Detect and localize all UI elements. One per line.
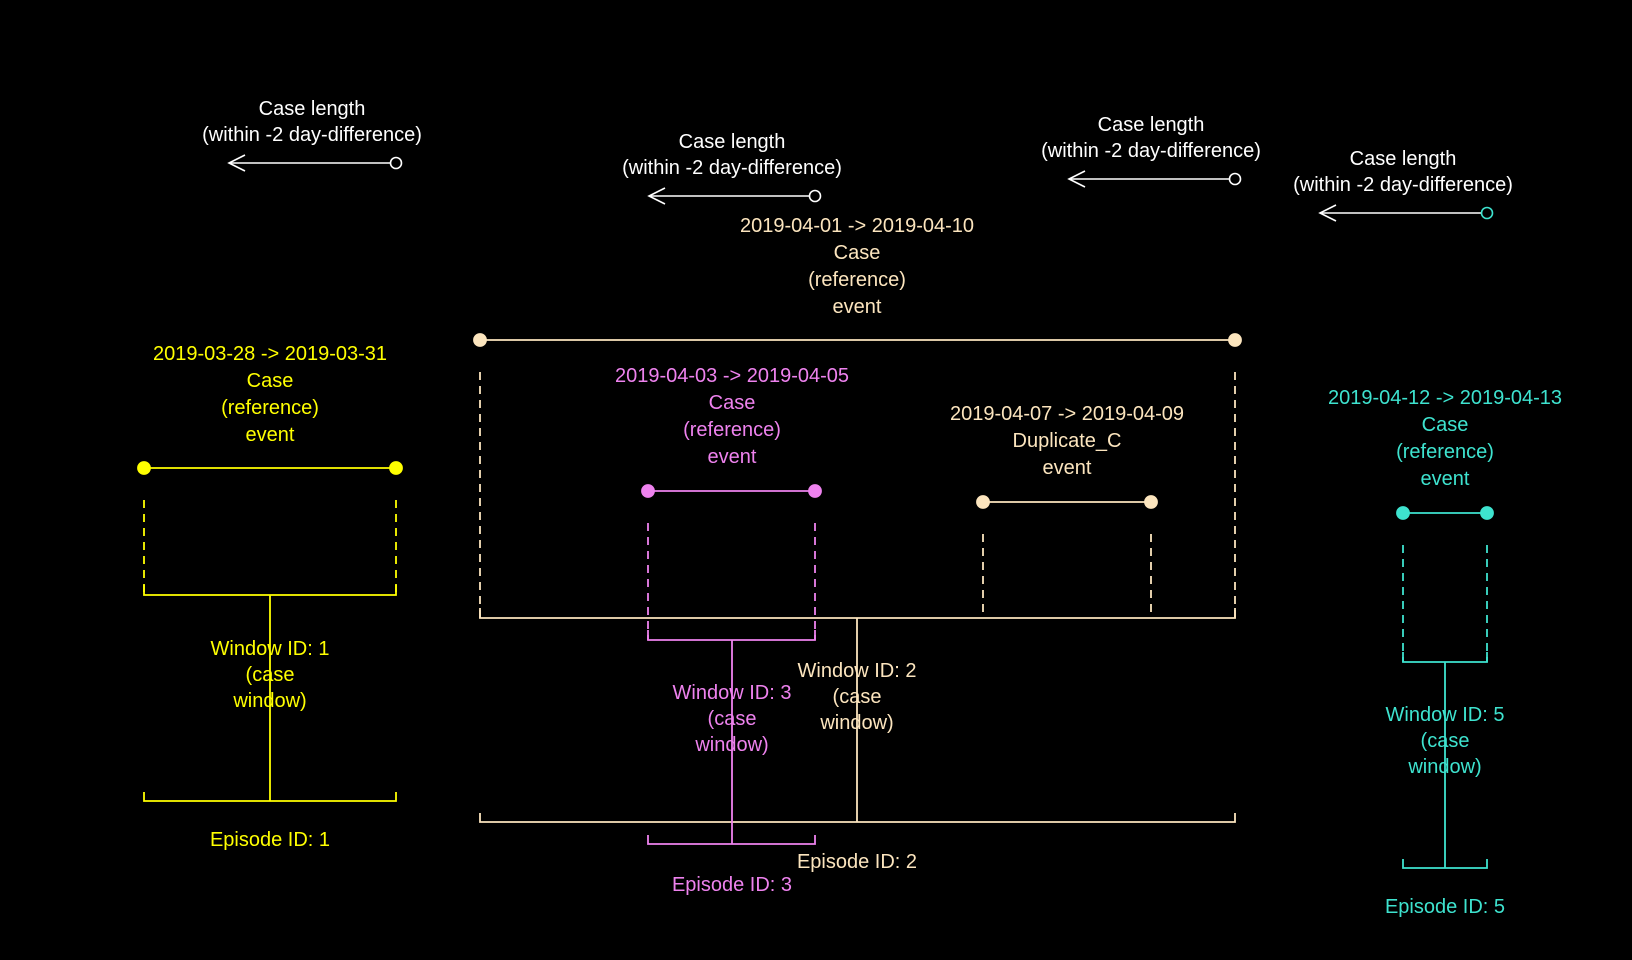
event-1-end-dot — [389, 461, 403, 475]
case-length-label-3-line1: Case length — [1098, 114, 1205, 136]
event-2-role-line2: (reference) — [808, 269, 906, 291]
case-length-labels: Case length (within -2 day-difference) C… — [202, 98, 1513, 196]
case-length-arrow-1 — [227, 154, 403, 172]
window-3-label-line3: window) — [694, 734, 768, 756]
event-1-role-line1: Case — [247, 370, 294, 392]
group-2-shapes — [473, 333, 1242, 823]
case-length-arrows — [227, 154, 1494, 222]
event-1-role-line3: event — [246, 424, 295, 446]
event-5-role-line1: Case — [1422, 414, 1469, 436]
case-length-label-1-line2: (within -2 day-difference) — [202, 124, 422, 146]
event-4-role-line2: event — [1043, 457, 1092, 479]
window-5-label-line3: window) — [1407, 756, 1481, 778]
case-length-arrow-3 — [1067, 170, 1242, 188]
group-1-labels: 2019-03-28 -> 2019-03-31 Case (reference… — [153, 343, 387, 851]
case-length-arrow-4 — [1318, 204, 1494, 222]
case-length-arrow-2 — [647, 187, 822, 205]
group-1-shapes — [137, 461, 403, 802]
event-5-role-line2: (reference) — [1396, 441, 1494, 463]
event-4-end-dot — [1144, 495, 1158, 509]
episode-1-label: Episode ID: 1 — [210, 829, 330, 851]
episode-5-bracket — [1402, 859, 1488, 869]
event-3-role-line1: Case — [709, 392, 756, 414]
episode-2-bracket — [479, 813, 1236, 823]
case-length-label-2-line1: Case length — [679, 131, 786, 153]
episode-5-label: Episode ID: 5 — [1385, 896, 1505, 918]
event-3-end-dot — [808, 484, 822, 498]
window-5-label-line1: Window ID: 5 — [1386, 704, 1505, 726]
event-5-role-line3: event — [1421, 468, 1470, 490]
episode-3-label: Episode ID: 3 — [672, 874, 792, 896]
window-1-label-line1: Window ID: 1 — [211, 638, 330, 660]
episode-2-label: Episode ID: 2 — [797, 851, 917, 873]
window-2-label-line1: Window ID: 2 — [798, 660, 917, 682]
window-1-label-line3: window) — [232, 690, 306, 712]
event-4-date: 2019-04-07 -> 2019-04-09 — [950, 403, 1184, 425]
window-5-label-line2: (case — [1421, 730, 1470, 752]
case-length-label-1-line1: Case length — [259, 98, 366, 120]
event-3-date: 2019-04-03 -> 2019-04-05 — [615, 365, 849, 387]
event-2-role-line3: event — [833, 296, 882, 318]
case-length-label-3-line2: (within -2 day-difference) — [1041, 140, 1261, 162]
case-length-label-4-line1: Case length — [1350, 148, 1457, 170]
event-1-start-dot — [137, 461, 151, 475]
event-3-start-dot — [641, 484, 655, 498]
event-2-date: 2019-04-01 -> 2019-04-10 — [740, 215, 974, 237]
event-1-role-line2: (reference) — [221, 397, 319, 419]
window-3-label-line1: Window ID: 3 — [673, 682, 792, 704]
event-1-date: 2019-03-28 -> 2019-03-31 — [153, 343, 387, 365]
event-2-end-dot — [1228, 333, 1242, 347]
group-5-labels: 2019-04-12 -> 2019-04-13 Case (reference… — [1328, 387, 1562, 918]
event-2-role-line1: Case — [834, 242, 881, 264]
group-2-labels: 2019-04-01 -> 2019-04-10 Case (reference… — [740, 215, 1184, 873]
group-3-shapes — [641, 484, 822, 845]
window-2-label-line2: (case — [833, 686, 882, 708]
event-4-role-line1: Duplicate_C — [1013, 430, 1122, 452]
group-5-shapes — [1396, 506, 1494, 869]
window-1-label-line2: (case — [246, 664, 295, 686]
case-length-label-4-line2: (within -2 day-difference) — [1293, 174, 1513, 196]
episode-3-bracket — [647, 835, 816, 845]
event-3-role-line3: event — [708, 446, 757, 468]
event-3-role-line2: (reference) — [683, 419, 781, 441]
window-2-label-line3: window) — [819, 712, 893, 734]
event-5-end-dot — [1480, 506, 1494, 520]
event-4-start-dot — [976, 495, 990, 509]
case-length-label-2-line2: (within -2 day-difference) — [622, 157, 842, 179]
episode-1-bracket — [143, 792, 397, 802]
event-2-start-dot — [473, 333, 487, 347]
event-5-start-dot — [1396, 506, 1410, 520]
group-3-labels: 2019-04-03 -> 2019-04-05 Case (reference… — [615, 365, 849, 896]
event-5-date: 2019-04-12 -> 2019-04-13 — [1328, 387, 1562, 409]
window-3-label-line2: (case — [708, 708, 757, 730]
